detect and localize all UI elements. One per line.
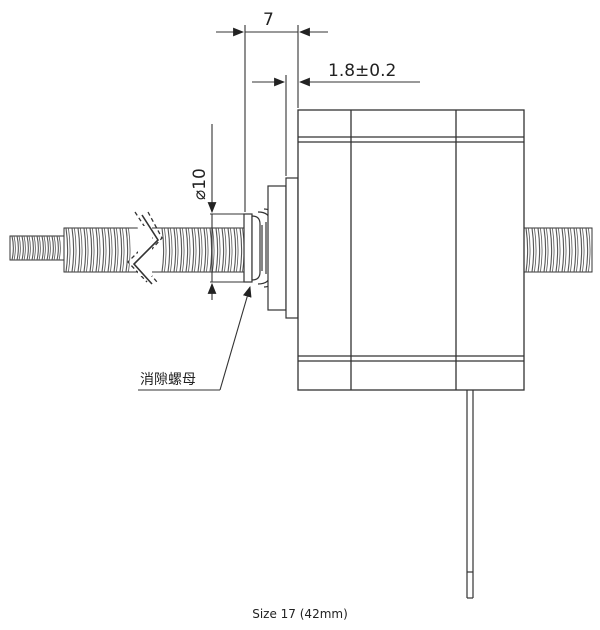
- lead-screw-right: [523, 227, 593, 273]
- dimension-thickness-label: 1.8±0.2: [328, 61, 396, 81]
- dimension-thickness: [252, 75, 420, 176]
- lead-screw-left-thin: [9, 235, 65, 261]
- dimension-width-label: 7: [263, 10, 274, 30]
- motor-boss: [267, 177, 299, 319]
- dimension-diameter-label: ⌀10: [190, 168, 210, 200]
- callout-leader: [138, 285, 252, 391]
- drawing-caption: Size 17 (42mm): [252, 607, 348, 621]
- dimension-width-7: [216, 25, 328, 212]
- motor-body: [297, 109, 525, 391]
- dimension-diameter: [207, 124, 244, 300]
- break-symbol: [127, 211, 163, 285]
- callout-label: 消隙螺母: [140, 372, 196, 388]
- motor-wire: [466, 390, 474, 599]
